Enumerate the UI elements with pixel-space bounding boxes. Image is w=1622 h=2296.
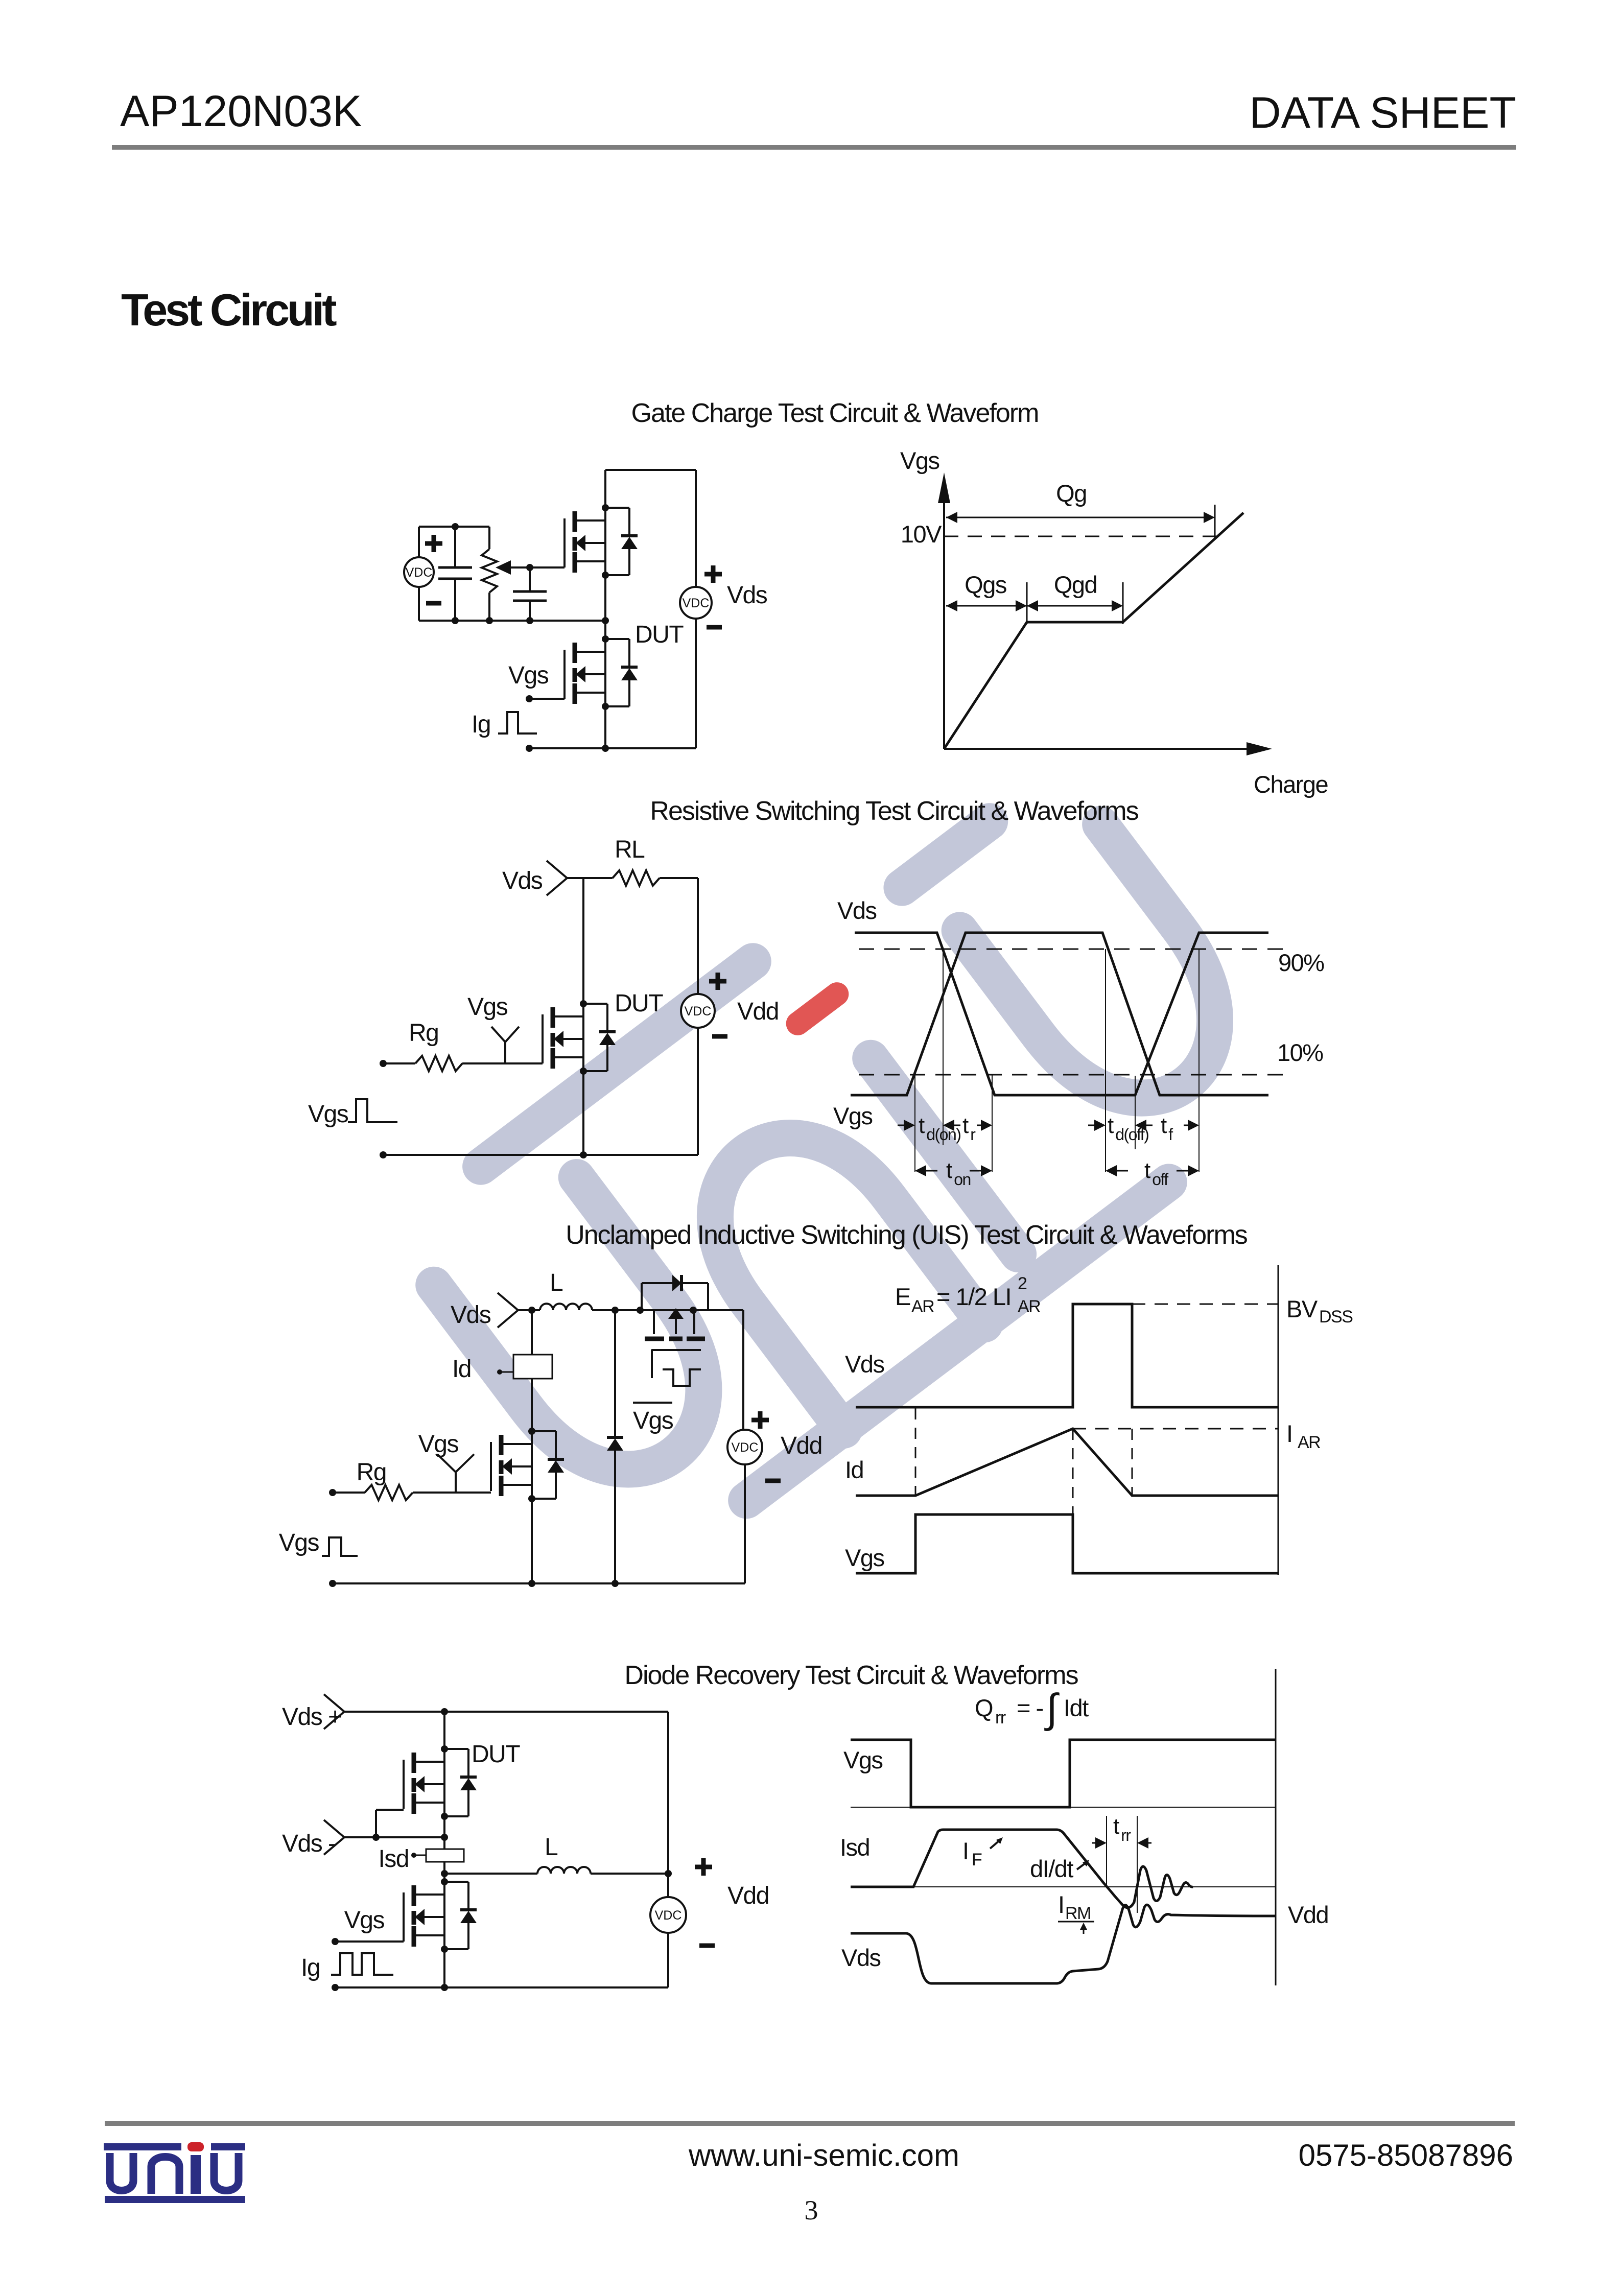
svg-text:Resistive Switching Test Circu: Resistive Switching Test Circuit & Wavef… — [650, 796, 1138, 826]
svg-text:VDC: VDC — [732, 1440, 759, 1455]
svg-text:E: E — [895, 1283, 910, 1310]
svg-text:Vds: Vds — [841, 1944, 881, 1971]
svg-text:Vdd: Vdd — [781, 1432, 822, 1459]
svg-text:Isd: Isd — [378, 1845, 409, 1873]
svg-text:DATA SHEET: DATA SHEET — [1250, 88, 1516, 137]
svg-text:L: L — [545, 1834, 558, 1861]
svg-text:Vds -: Vds - — [282, 1830, 336, 1857]
svg-text:Vdd: Vdd — [1288, 1901, 1328, 1928]
svg-text:RM: RM — [1065, 1904, 1091, 1923]
svg-text:t: t — [1161, 1113, 1167, 1138]
svg-text:Vgs: Vgs — [279, 1529, 319, 1556]
svg-text:AR: AR — [911, 1297, 934, 1316]
svg-text:dI/dt: dI/dt — [1030, 1855, 1073, 1882]
svg-text:Vgs: Vgs — [845, 1544, 884, 1571]
svg-text:Rg: Rg — [357, 1459, 386, 1486]
svg-text:I: I — [962, 1837, 969, 1864]
svg-text:Idt: Idt — [1064, 1694, 1089, 1721]
svg-text:t: t — [1113, 1814, 1119, 1839]
svg-text:rr: rr — [995, 1708, 1006, 1727]
svg-text:10%: 10% — [1277, 1039, 1323, 1066]
svg-text:2: 2 — [1018, 1274, 1027, 1293]
svg-text:Vdd: Vdd — [727, 1882, 769, 1909]
svg-text:I: I — [1058, 1891, 1064, 1918]
svg-text:Vds: Vds — [502, 867, 543, 894]
svg-text:Vgs: Vgs — [900, 447, 939, 474]
svg-text:d(off): d(off) — [1115, 1125, 1148, 1144]
svg-text:Id: Id — [845, 1456, 863, 1483]
svg-text:off: off — [1152, 1170, 1168, 1189]
svg-text:Q: Q — [975, 1694, 993, 1721]
svg-text:3: 3 — [805, 2195, 818, 2226]
svg-text:DSS: DSS — [1319, 1307, 1353, 1327]
svg-text:Test Circuit: Test Circuit — [121, 285, 337, 335]
svg-text:10V: 10V — [901, 520, 942, 548]
svg-text:Rg: Rg — [409, 1020, 438, 1047]
svg-text:Qgs: Qgs — [965, 571, 1006, 598]
svg-text:0575-85087896: 0575-85087896 — [1299, 2138, 1513, 2172]
svg-text:I: I — [1286, 1420, 1292, 1447]
svg-text:Gate Charge Test Circuit & Wav: Gate Charge Test Circuit & Waveform — [631, 398, 1039, 428]
svg-text:Vgs: Vgs — [308, 1101, 348, 1128]
svg-text:Vgs: Vgs — [344, 1907, 385, 1934]
svg-text:Isd: Isd — [840, 1834, 869, 1861]
svg-text:t: t — [1144, 1158, 1150, 1183]
svg-text:Diode Recovery Test Circuit &: Diode Recovery Test Circuit & Waveforms — [624, 1661, 1078, 1690]
svg-text:t: t — [919, 1113, 925, 1138]
svg-text:rr: rr — [1121, 1826, 1131, 1844]
svg-text:= 1/2 LI: = 1/2 LI — [936, 1283, 1011, 1310]
svg-text:f: f — [1168, 1125, 1173, 1144]
svg-text:Vgs: Vgs — [833, 1102, 873, 1129]
svg-text:Vgs: Vgs — [633, 1407, 673, 1434]
svg-text:Vds: Vds — [837, 897, 877, 924]
svg-text:BV: BV — [1286, 1295, 1318, 1322]
svg-text:Unclamped Inductive Switching: Unclamped Inductive Switching (UIS) Test… — [566, 1220, 1248, 1250]
svg-text:DUT: DUT — [615, 990, 663, 1017]
svg-text:Vds: Vds — [845, 1351, 884, 1378]
svg-text:AP120N03K: AP120N03K — [120, 87, 362, 136]
svg-text:t: t — [962, 1113, 969, 1138]
svg-text:t: t — [946, 1158, 952, 1183]
svg-text:= -: = - — [1017, 1694, 1043, 1721]
svg-text:90%: 90% — [1278, 949, 1324, 976]
svg-text:Vds: Vds — [451, 1301, 491, 1329]
svg-text:DUT: DUT — [472, 1741, 520, 1768]
svg-text:F: F — [972, 1850, 982, 1869]
svg-text:on: on — [954, 1170, 971, 1189]
svg-text:AR: AR — [1298, 1433, 1320, 1452]
svg-text:Vds: Vds — [727, 582, 767, 609]
svg-text:Vgs: Vgs — [467, 993, 508, 1021]
svg-text:AR: AR — [1018, 1297, 1040, 1316]
svg-text:Qg: Qg — [1056, 480, 1087, 507]
svg-text:DUT: DUT — [635, 621, 684, 648]
svg-text:Vgs: Vgs — [418, 1431, 459, 1458]
svg-text:Qgd: Qgd — [1054, 571, 1097, 598]
svg-text:L: L — [550, 1269, 563, 1296]
svg-text:Charge: Charge — [1254, 771, 1328, 798]
svg-text:Id: Id — [452, 1356, 471, 1383]
svg-text:Ig: Ig — [301, 1954, 320, 1981]
svg-text:Vds +: Vds + — [282, 1703, 342, 1731]
svg-text:Vgs: Vgs — [843, 1746, 883, 1773]
svg-text:VDC: VDC — [406, 565, 433, 580]
svg-text:www.uni-semic.com: www.uni-semic.com — [688, 2138, 959, 2172]
svg-text:RL: RL — [615, 836, 645, 863]
svg-text:d(on): d(on) — [926, 1125, 960, 1144]
svg-text:VDC: VDC — [655, 1908, 682, 1923]
svg-text:VDC: VDC — [683, 596, 710, 610]
svg-text:Vdd: Vdd — [737, 998, 779, 1025]
svg-text:t: t — [1108, 1113, 1114, 1138]
svg-text:VDC: VDC — [685, 1004, 712, 1019]
svg-text:Ig: Ig — [472, 711, 490, 738]
svg-text:Vgs: Vgs — [508, 662, 549, 689]
